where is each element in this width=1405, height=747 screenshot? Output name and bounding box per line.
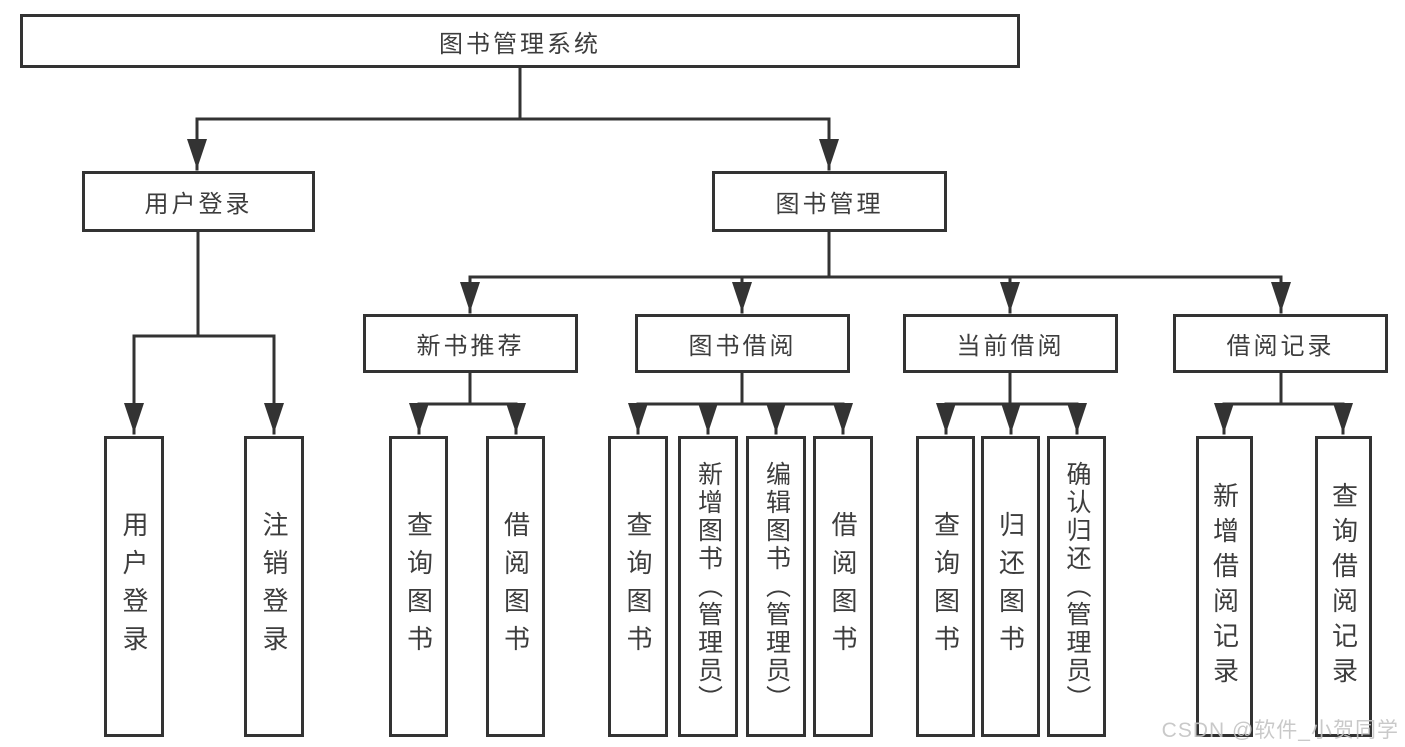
node-leaf-current-confirm-admin-label: 确认归还（管理员） [1063, 460, 1091, 713]
node-leaf-current-query-label: 查询图书 [930, 510, 961, 663]
node-leaf-newbook-query-label: 查询图书 [403, 510, 434, 663]
node-leaf-borrow-book: 借阅图书 [813, 436, 873, 737]
node-leaf-current-return: 归还图书 [981, 436, 1040, 737]
node-leaf-newbook-query: 查询图书 [389, 436, 448, 737]
node-current-borrow-label: 当前借阅 [956, 333, 1065, 360]
node-leaf-record-query: 查询借阅记录 [1315, 436, 1372, 737]
node-borrow-records-label: 借阅记录 [1226, 333, 1335, 360]
node-leaf-logout: 注销登录 [244, 436, 304, 737]
connector-root [187, 66, 839, 171]
node-leaf-borrow-edit-admin: 编辑图书（管理员） [746, 436, 806, 737]
node-leaf-record-add-label: 新增借阅记录 [1209, 481, 1240, 692]
node-leaf-borrow-book-label: 借阅图书 [828, 510, 858, 663]
node-leaf-borrow-query: 查询图书 [608, 436, 668, 737]
node-book-borrow: 图书借阅 [635, 314, 850, 373]
node-leaf-current-query: 查询图书 [916, 436, 975, 737]
node-borrow-records: 借阅记录 [1173, 314, 1388, 373]
connector-book-borrow [628, 371, 853, 435]
node-new-book-recommend: 新书推荐 [363, 314, 578, 373]
node-leaf-logout-label: 注销登录 [259, 510, 289, 663]
node-leaf-current-confirm-admin: 确认归还（管理员） [1047, 436, 1106, 737]
node-new-book-recommend-label: 新书推荐 [416, 333, 525, 360]
node-leaf-borrow-edit-admin-label: 编辑图书（管理员） [762, 460, 791, 713]
node-leaf-user-login: 用户登录 [104, 436, 164, 737]
node-leaf-newbook-borrow: 借阅图书 [486, 436, 545, 737]
node-leaf-record-query-label: 查询借阅记录 [1328, 481, 1359, 692]
node-book-management-label: 图书管理 [775, 191, 884, 218]
node-user-login: 用户登录 [82, 171, 315, 232]
node-leaf-borrow-query-label: 查询图书 [623, 510, 653, 663]
node-root: 图书管理系统 [20, 14, 1020, 68]
node-leaf-current-return-label: 归还图书 [995, 510, 1026, 663]
connector-user-login [124, 230, 284, 435]
node-leaf-borrow-add-admin: 新增图书（管理员） [678, 436, 738, 737]
connector-borrow-records [1214, 371, 1353, 435]
node-current-borrow: 当前借阅 [903, 314, 1118, 373]
connector-current-borrow [936, 371, 1087, 435]
node-leaf-record-add: 新增借阅记录 [1196, 436, 1253, 737]
node-user-login-label: 用户登录 [144, 191, 253, 218]
node-book-management: 图书管理 [712, 171, 947, 232]
connector-new-book-recommend [409, 371, 526, 435]
node-book-borrow-label: 图书借阅 [688, 333, 797, 360]
node-root-label: 图书管理系统 [439, 30, 601, 58]
connector-book-management [460, 230, 1291, 314]
node-leaf-user-login-label: 用户登录 [119, 510, 149, 663]
node-leaf-newbook-borrow-label: 借阅图书 [500, 510, 531, 663]
node-leaf-borrow-add-admin-label: 新增图书（管理员） [694, 460, 723, 713]
